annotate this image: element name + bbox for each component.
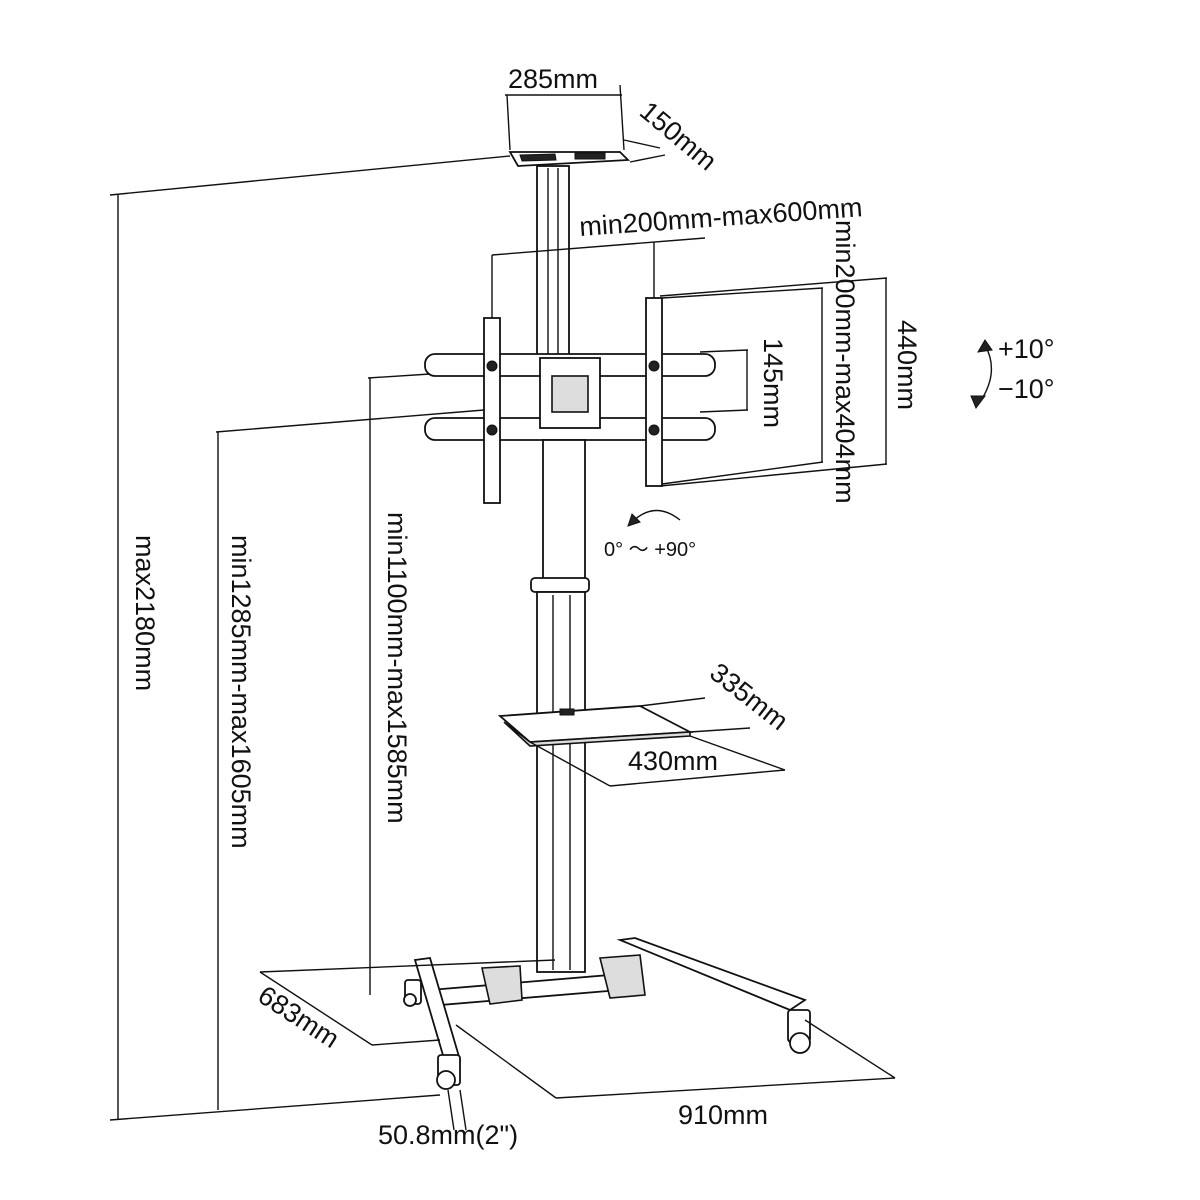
top-tray-depth-label: 150mm (634, 96, 722, 177)
bracket-height-label: 440mm (892, 320, 922, 410)
top-height-range-label: min1285mm-max1605mm (226, 535, 256, 849)
middle-shelf (497, 705, 694, 747)
total-height-label: max2180mm (130, 535, 160, 691)
top-tray (508, 151, 631, 167)
base-depth-label: 683mm (253, 980, 345, 1054)
mount-height-range-label: min1100mm-max1585mm (382, 512, 412, 824)
base (403, 937, 811, 1090)
caster-size-label: 50.8mm(2") (378, 1120, 518, 1150)
vesa-horizontal-label: min200mm-max600mm (578, 192, 863, 242)
arm-spacing-label: 145mm (758, 338, 788, 428)
shelf-depth-label: 335mm (704, 657, 793, 736)
rotation-label: 0° ～ +90° (604, 539, 696, 561)
base-width-label: 910mm (678, 1100, 768, 1130)
main-column (530, 439, 590, 973)
vesa-bracket (424, 297, 716, 504)
vesa-vertical-label: min200mm-max404mm (830, 220, 860, 504)
shelf-width-label: 430mm (628, 746, 718, 776)
tilt-down-label: −10° (998, 374, 1055, 404)
top-tray-width-label: 285mm (508, 64, 598, 94)
upper-column (536, 165, 570, 367)
tilt-up-label: +10° (998, 334, 1055, 364)
